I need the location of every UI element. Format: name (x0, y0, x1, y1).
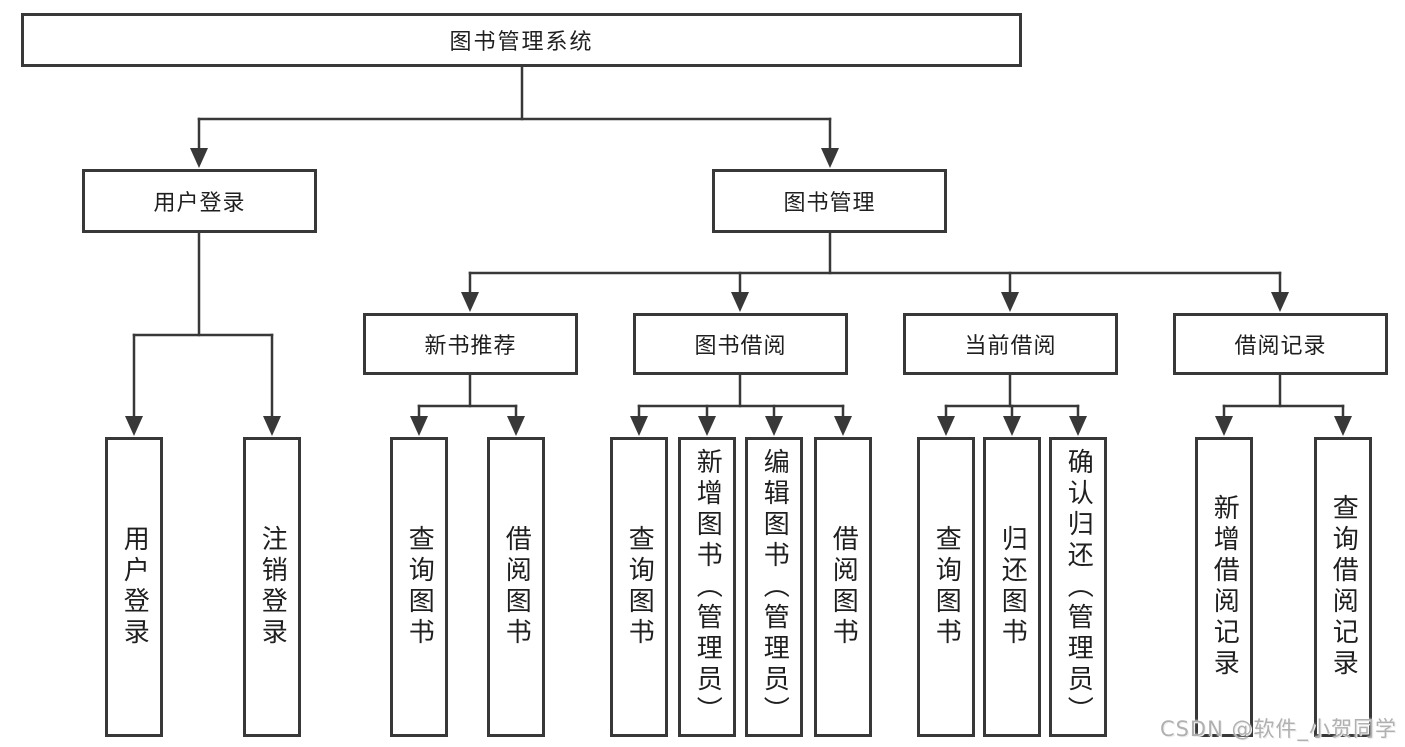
leaf-add-borrow-record: 新增借阅记录 (1195, 437, 1253, 737)
node-library-management-system: 图书管理系统 (21, 13, 1022, 67)
leaf-label: 新增借阅记录 (1209, 494, 1240, 680)
node-label: 新书推荐 (424, 334, 517, 359)
leaf-label: 归还图书 (997, 525, 1028, 649)
leaf-return-books: 归还图书 (983, 437, 1041, 737)
leaf-label: 确认归还（管理员） (1063, 447, 1094, 727)
leaf-label: 新增图书（管理员） (692, 447, 723, 727)
leaf-label: 查询借阅记录 (1328, 494, 1359, 680)
leaf-label: 查询图书 (404, 525, 435, 649)
leaf-borrow-books-borrowing: 借阅图书 (814, 437, 872, 737)
node-current-borrowing: 当前借阅 (903, 313, 1118, 375)
leaf-logout: 注销登录 (243, 437, 301, 737)
leaf-query-books-recommend: 查询图书 (390, 437, 448, 737)
node-book-management: 图书管理 (712, 169, 947, 233)
leaf-add-book-admin: 新增图书（管理员） (678, 437, 736, 737)
node-label: 用户登录 (153, 191, 246, 216)
leaf-label: 注销登录 (257, 525, 288, 649)
leaf-edit-book-admin: 编辑图书（管理员） (745, 437, 803, 737)
leaf-label: 查询图书 (931, 525, 962, 649)
leaf-borrow-books-recommend: 借阅图书 (487, 437, 545, 737)
node-borrowing-records: 借阅记录 (1173, 313, 1388, 375)
leaf-label: 查询图书 (624, 525, 655, 649)
node-book-borrowing: 图书借阅 (633, 313, 848, 375)
node-label: 图书管理系统 (449, 30, 594, 55)
node-user-login: 用户登录 (82, 169, 317, 233)
leaf-query-borrow-record: 查询借阅记录 (1314, 437, 1372, 737)
leaf-label: 借阅图书 (828, 525, 859, 649)
watermark-csdn: CSDN @软件_小贺同学 (1159, 717, 1397, 741)
arrowheads (125, 148, 1352, 436)
leaf-confirm-return-admin: 确认归还（管理员） (1049, 437, 1107, 737)
leaf-label: 用户登录 (119, 525, 150, 649)
leaf-label: 借阅图书 (501, 525, 532, 649)
leaf-user-login: 用户登录 (105, 437, 163, 737)
node-new-book-recommendation: 新书推荐 (363, 313, 578, 375)
node-label: 图书管理 (783, 191, 876, 216)
node-label: 当前借阅 (964, 334, 1057, 359)
leaf-query-books-current: 查询图书 (917, 437, 975, 737)
node-label: 借阅记录 (1234, 334, 1327, 359)
leaf-query-books-borrowing: 查询图书 (610, 437, 668, 737)
leaf-label: 编辑图书（管理员） (759, 447, 790, 727)
node-label: 图书借阅 (694, 334, 787, 359)
